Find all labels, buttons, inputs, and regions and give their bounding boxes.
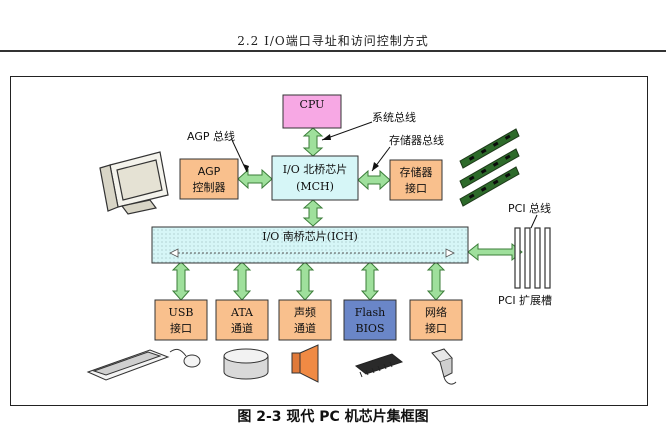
agp-controller-box: [179, 158, 239, 200]
pci-slots-label: PCI 扩展槽: [498, 293, 552, 307]
memory-interface-label-2: 接口: [405, 182, 427, 195]
usb-interface-box: [154, 299, 208, 341]
agp-bus-label: AGP 总线: [187, 129, 235, 143]
pci-slots: [514, 227, 551, 289]
flash-bios-label-2: BIOS: [356, 322, 385, 335]
pci-bus-label: PCI 总线: [508, 201, 551, 215]
speaker-icon: [291, 344, 319, 383]
audio-channel-label-1: 声频: [294, 305, 316, 319]
pci-bus-pointer: [530, 214, 538, 229]
memory-bus-arrow: [357, 169, 391, 191]
header-rule: [0, 50, 666, 52]
north-bridge-box: [271, 155, 359, 201]
north-bridge-label-1: I/O 北桥芯片: [283, 162, 348, 176]
figure-caption: 图 2-3 现代 PC 机芯片集框图: [237, 409, 429, 425]
pci-slot: [524, 227, 531, 289]
memory-interface-box: [389, 159, 443, 201]
system-bus-label: 系统总线: [372, 110, 416, 124]
south-bridge-label: I/O 南桥芯片(ICH): [262, 229, 358, 243]
pci-slot: [534, 227, 541, 289]
ata-channel-label-1: ATA: [230, 306, 254, 319]
figure-frame: [10, 76, 648, 406]
mouse-icon: [169, 348, 201, 368]
bios-chip-icon: [354, 353, 404, 378]
audio-channel-label-2: 通道: [294, 321, 316, 335]
agp-controller-label-2: 控制器: [193, 180, 226, 194]
cpu-box: [282, 94, 342, 129]
usb-interface-label-2: 接口: [170, 322, 192, 335]
page-header: 2.2 I/O端口寻址和访问控制方式: [237, 34, 429, 48]
pci-slot: [514, 227, 521, 289]
agp-bus-arrow: [237, 168, 273, 190]
flash-bios-label-1: Flash: [355, 306, 385, 319]
memory-module-icon: [459, 128, 520, 207]
network-interface-box: [409, 299, 463, 341]
flash-bios-box: [343, 299, 397, 341]
hard-disk-icon: [223, 348, 269, 380]
system-bus-arrow: [302, 127, 324, 157]
pci-slot: [544, 227, 551, 289]
memory-interface-label-1: 存储器: [400, 165, 433, 179]
agp-controller-label-1: AGP: [198, 165, 221, 178]
keyboard-icon: [86, 349, 170, 381]
audio-channel-box: [278, 299, 332, 341]
ata-channel-label-2: 通道: [231, 321, 253, 335]
audio-arrow: [295, 261, 315, 301]
ata-arrow: [232, 261, 252, 301]
monitor-icon: [99, 151, 169, 215]
usb-arrow: [171, 261, 191, 301]
memory-bus-label: 存储器总线: [389, 133, 444, 147]
north-bridge-label-2: (MCH): [296, 180, 334, 193]
network-connector-icon: [431, 348, 457, 385]
south-bridge-box: [151, 226, 469, 264]
ata-channel-box: [215, 299, 269, 341]
network-interface-label-1: 网络: [425, 305, 447, 319]
network-arrow: [426, 261, 446, 301]
network-interface-label-2: 接口: [425, 322, 447, 335]
flash-arrow: [360, 261, 380, 301]
pci-link-arrow: [467, 242, 523, 262]
cpu-label: CPU: [300, 98, 325, 111]
usb-interface-label-1: USB: [169, 306, 194, 319]
hub-link-arrow: [302, 199, 324, 227]
